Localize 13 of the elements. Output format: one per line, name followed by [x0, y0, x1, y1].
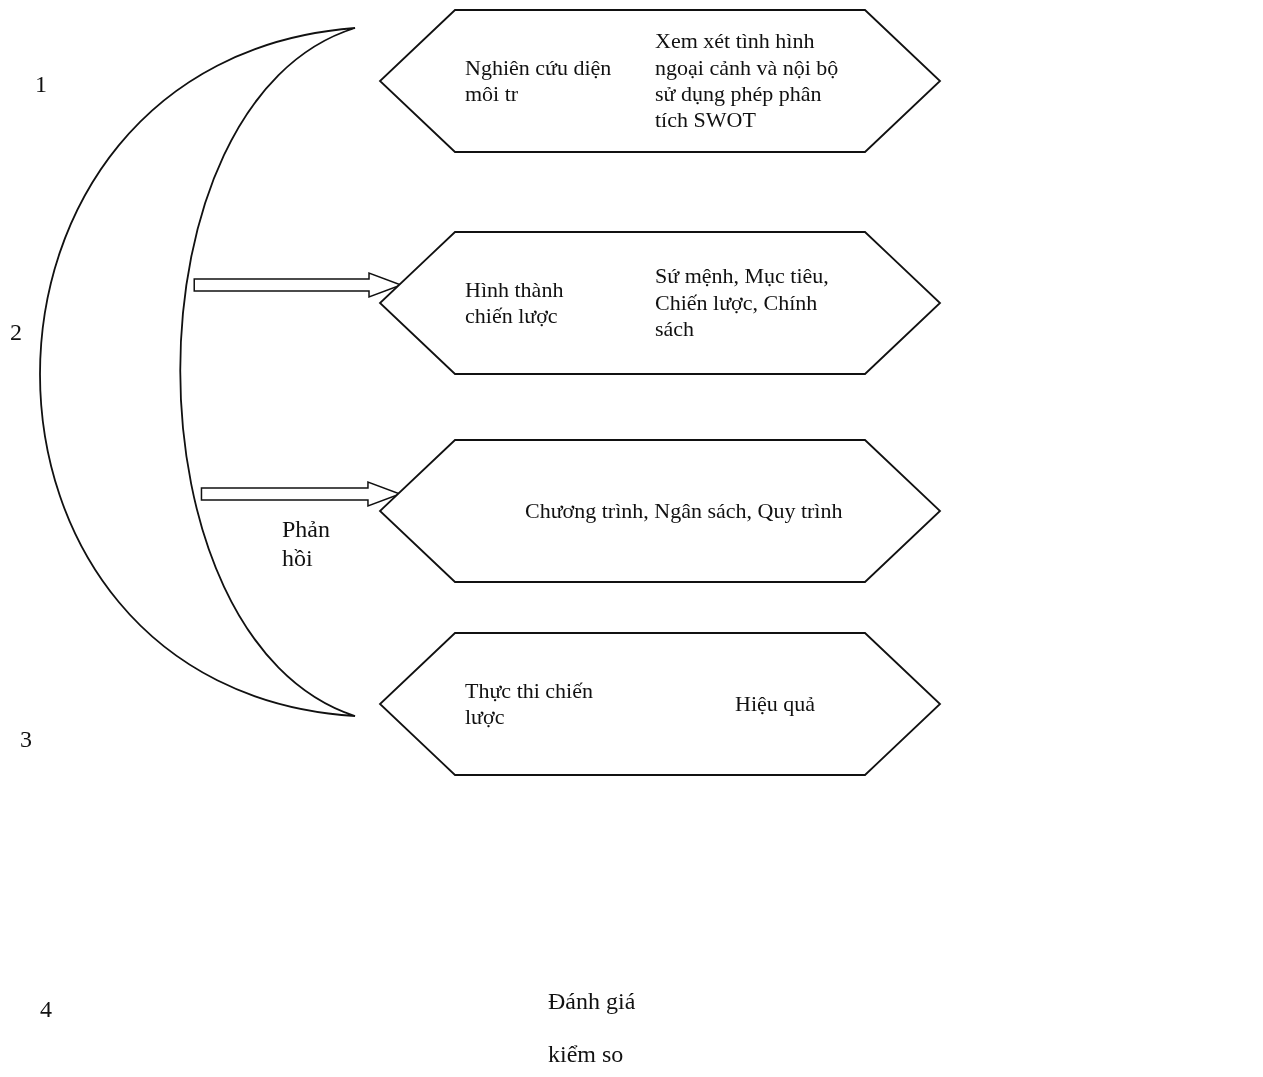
node-text: Hiệu quả: [735, 690, 817, 718]
node-text: Hình thành chiến lược: [465, 276, 565, 330]
step-number: 1: [35, 70, 47, 99]
node-text: Thực thi chiến lược: [465, 677, 594, 731]
step-number: 4: [40, 995, 52, 1024]
node-text: Xem xét tình hình ngoại cảnh và nội bộ sử dụng phép phân tích SWOT: [655, 28, 840, 134]
node-text: Sứ mệnh, Mục tiêu, Chiến lược, Chính sách: [655, 263, 830, 343]
node-text: Chương trình, Ngân sách, Quy trình: [525, 497, 844, 525]
text-label: Phản hồi: [282, 515, 331, 573]
text-label: Đánh giá kiểm so: [548, 987, 637, 1069]
node-text: Nghiên cứu diện môi tr: [465, 54, 613, 108]
step-number: 2: [10, 318, 22, 347]
step-number: 3: [20, 725, 32, 754]
